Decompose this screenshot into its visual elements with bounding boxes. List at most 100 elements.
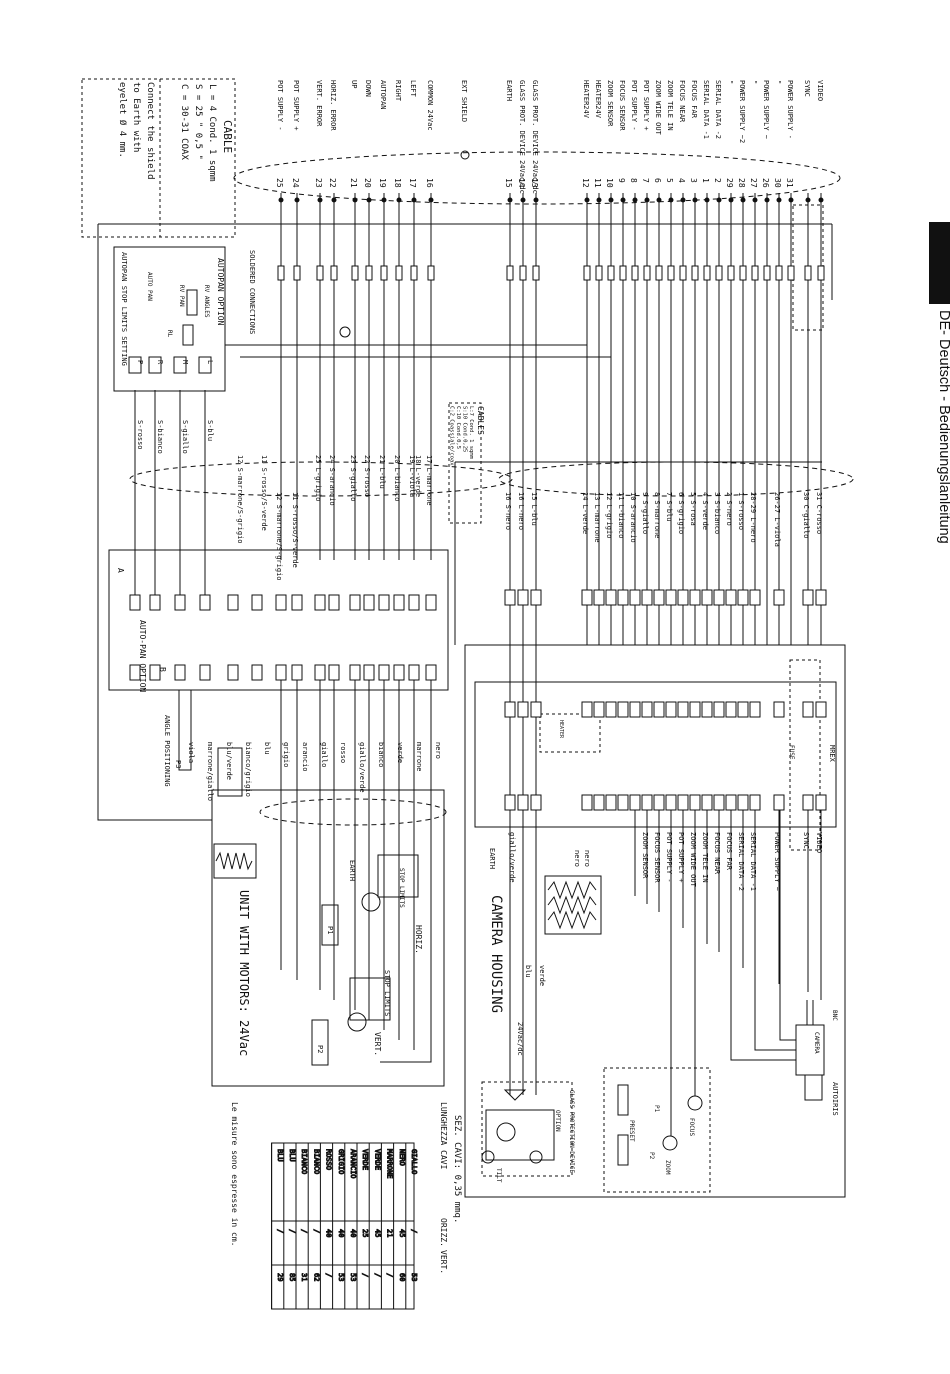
pin-box (605, 589, 617, 606)
wire-color-label: 11 L-bianco (617, 492, 625, 538)
table-cell: / (288, 1229, 296, 1233)
wire-color-label: 6 S-grigio (677, 492, 685, 534)
p2-label: P2 (316, 1045, 324, 1053)
pin-box (725, 589, 737, 606)
mrex-pin-top (815, 701, 827, 718)
motors-title: UNIT WITH MOTORS: 24Vac (237, 890, 251, 1056)
terminal-label: POT SUPPLY + (292, 80, 300, 131)
pin-box (737, 589, 749, 606)
glass-device (481, 1089, 555, 1164)
camera-pin-label: FOCUS NEAR (713, 832, 721, 875)
wire-color-label: 19 L-viola (408, 455, 416, 497)
wire-color-label: 12 S-marrone/S-grigio (275, 492, 283, 581)
pin-box (701, 589, 713, 606)
cable-legend-box (81, 78, 236, 238)
wire-color-label: 16 L-nero (517, 492, 525, 530)
pin-box (641, 589, 653, 606)
mrex-pin-top (701, 701, 713, 718)
mrex-pin-top (617, 701, 629, 718)
wire-color-label: 9 S-giallo (641, 492, 649, 534)
cable-length-table: GIALLO/53NERO4560MARRONE21/VERDE45/VERDE… (271, 1142, 419, 1310)
camera-pin-label: SERIAL DATA -1 (749, 832, 757, 891)
preset-option-box (603, 1067, 711, 1193)
wire-color-label: 3 S-bianco (713, 492, 721, 534)
pin-box (504, 589, 516, 606)
board-wire-label: arancio (301, 742, 309, 772)
v24-label: 24Vac/dc (516, 1022, 524, 1056)
wire-color-label: 16 S-nero (504, 492, 512, 530)
heater-label: HEATER (558, 720, 564, 739)
board-pin-bottom (314, 664, 326, 681)
table-cell: 53 (410, 1273, 418, 1281)
pin-p: P (136, 360, 144, 364)
junction-dot (740, 197, 746, 203)
table-cell: 31 (300, 1273, 308, 1281)
pin-box (617, 589, 629, 606)
solder-terminal (351, 265, 359, 281)
mrex-pin-top (581, 701, 593, 718)
solder-terminal (316, 265, 324, 281)
pin-box (815, 589, 827, 606)
table-cell: 40 (325, 1229, 333, 1237)
terminal-number: 28 (737, 178, 746, 188)
table-header: ORIZZ. (439, 1218, 448, 1247)
mrex-pin-bottom (749, 794, 761, 811)
terminal-number: 13 (530, 178, 539, 188)
mrex-pin-bottom (713, 794, 725, 811)
terminal-label: VERT. ERROR (315, 80, 323, 127)
board-pin-top (349, 594, 361, 611)
table-cell: GIALLO (410, 1149, 418, 1174)
junction-dot (428, 197, 434, 203)
solder-terminal (395, 265, 403, 281)
junction-dot (805, 197, 811, 203)
p1-cam-label: P1 (653, 1105, 660, 1113)
board-pin-bottom (328, 664, 340, 681)
pin-box (713, 589, 725, 606)
mrex-pin-top (677, 701, 689, 718)
solder-terminal (775, 265, 783, 281)
cable-title: CABLE (221, 120, 234, 153)
shield-eyelet-icon (460, 150, 470, 160)
terminal-number: 25 (275, 178, 284, 188)
solder-terminal (583, 265, 591, 281)
solder-terminal (330, 265, 338, 281)
board-pin-top (291, 594, 303, 611)
board-pin-bottom (149, 664, 161, 681)
solder-terminal (763, 265, 771, 281)
cables-box (448, 402, 482, 524)
camera-power-wire (779, 810, 796, 1041)
terminal-label: UP (350, 80, 358, 88)
terminal-number: 8 (629, 178, 638, 183)
camera-pin-label: FOCUS FAR (725, 832, 733, 871)
table-cell: 29 (276, 1273, 284, 1281)
junction-dot (396, 197, 402, 203)
mrex-pin-top (749, 701, 761, 718)
junction-dot (520, 197, 526, 203)
junction-dot (716, 197, 722, 203)
autopan-wire-label: S-blu (206, 420, 214, 441)
table-cell: 21 (386, 1229, 394, 1237)
table-cell: / (325, 1273, 333, 1277)
board-wire-label: bianco/grigio (244, 742, 252, 797)
wire-color-label: 2 S-nero (725, 492, 733, 526)
pin-m: M (181, 360, 189, 364)
cables-line: S:10 Cond.0,25 (462, 406, 468, 452)
solder-terminal (655, 265, 663, 281)
junction-dot (728, 197, 734, 203)
preset-label: PRESET (628, 1120, 635, 1142)
board-pin-top (174, 594, 186, 611)
mrex-pin-top (737, 701, 749, 718)
solder-terminal (595, 265, 603, 281)
zoom-label: ZOOM (664, 1160, 671, 1175)
board-pin-top (314, 594, 326, 611)
terminal-label: EXT SHIELD (460, 80, 468, 122)
terminal-label: POT SUPPLY - (276, 80, 284, 131)
camera-pin-label: SYNC (802, 832, 810, 849)
autopan-stop-box (113, 246, 226, 392)
terminal-number: 18 (393, 178, 402, 188)
rv-angles-label: RV ANGLES (203, 285, 210, 318)
terminal-number: 11 (593, 178, 602, 188)
solder-terminal (607, 265, 615, 281)
mrex-pin-bottom (802, 794, 814, 811)
shield-note: eyelet Ø 4 mm. (117, 82, 128, 158)
